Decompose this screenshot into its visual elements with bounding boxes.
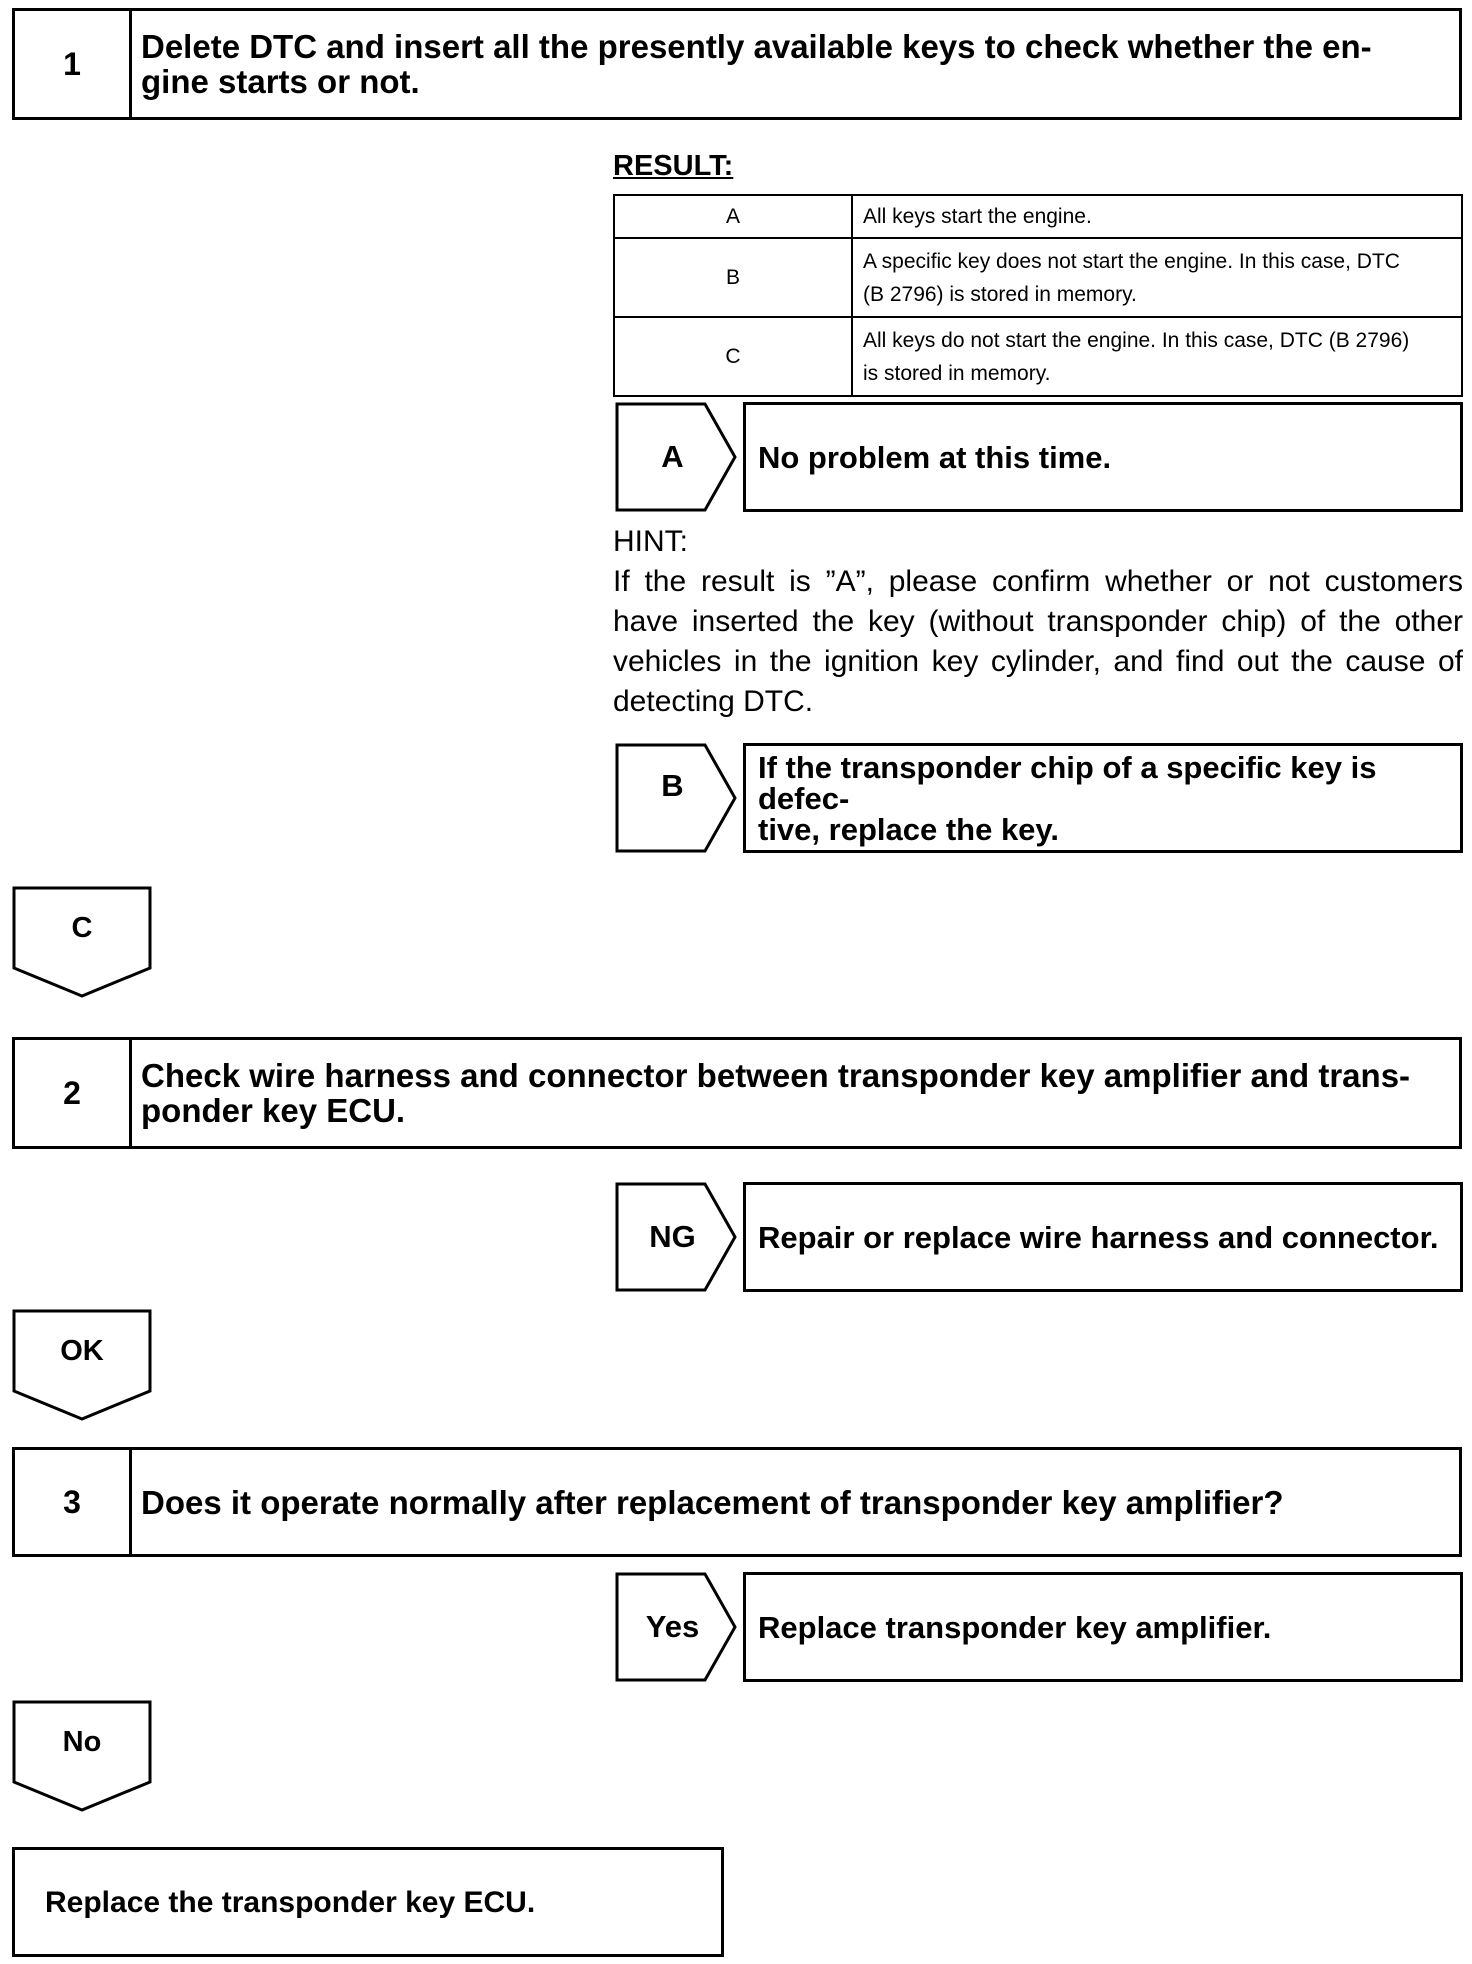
result-key: C — [613, 316, 853, 397]
result-pointer-icon — [615, 1572, 737, 1682]
result-description-line: is stored in memory. — [863, 361, 1051, 385]
step-title-line: gine starts or not. — [141, 63, 420, 100]
hint-line: If the result is ”A”, please confirm whe… — [613, 565, 1463, 598]
table-row: A All keys start the engine. — [613, 194, 1463, 239]
step-title: Check wire harness and connector between… — [141, 1040, 1445, 1146]
step-number: 1 — [15, 11, 132, 117]
result-description: All keys do not start the engine. In thi… — [851, 316, 1463, 397]
result-heading: RESULT: — [613, 150, 734, 182]
step-number: 3 — [15, 1450, 132, 1554]
result-pointer-icon — [615, 402, 737, 512]
branch-label: B — [661, 768, 684, 803]
branch-action-line: If the transponder chip of a specific ke… — [758, 749, 1377, 816]
branch-label: NG — [649, 1219, 696, 1254]
step-title-line: ponder key ECU. — [141, 1092, 406, 1129]
down-pointer-icon — [12, 1700, 152, 1812]
result-description-line: All keys do not start the engine. In thi… — [863, 328, 1410, 352]
step-title: Does it operate normally after replaceme… — [141, 1483, 1284, 1521]
branch-action-box: Replace transponder key amplifier. — [743, 1572, 1463, 1682]
table-row: C All keys do not start the engine. In t… — [613, 316, 1463, 397]
step-1-box: 1 Delete DTC and insert all the presentl… — [12, 8, 1462, 120]
branch-label: Yes — [645, 1609, 700, 1644]
step-title: Delete DTC and insert all the presently … — [141, 11, 1445, 117]
hint-block: HINT: If the result is ”A”, please confi… — [613, 522, 1463, 722]
step-number: 2 — [15, 1040, 132, 1146]
result-description-line: A specific key does not start the engine… — [863, 249, 1400, 273]
down-label: OK — [60, 1335, 104, 1367]
down-label: No — [62, 1726, 102, 1758]
final-action-box: Replace the transponder key ECU. — [12, 1847, 724, 1957]
step-3-box: 3 Does it operate normally after replace… — [12, 1447, 1462, 1557]
hint-line: have inserted the key (without transpond… — [613, 605, 1463, 638]
result-table: A All keys start the engine. B A specifi… — [613, 194, 1463, 397]
table-row: B A specific key does not start the engi… — [613, 237, 1463, 318]
down-label: C — [71, 912, 93, 944]
branch-action-box: If the transponder chip of a specific ke… — [743, 743, 1463, 853]
result-pointer-icon — [615, 1182, 737, 1292]
branch-action-box: Repair or replace wire harness and conne… — [743, 1182, 1463, 1292]
result-description: A specific key does not start the engine… — [851, 237, 1463, 318]
step-title-line: Delete DTC and insert all the presently … — [141, 28, 1372, 65]
step-2-box: 2 Check wire harness and connector betwe… — [12, 1037, 1462, 1149]
branch-action-box: No problem at this time. — [743, 402, 1463, 512]
result-pointer-icon — [615, 743, 737, 853]
branch-label: A — [661, 439, 684, 474]
hint-heading: HINT: — [613, 525, 688, 558]
result-key: A — [613, 194, 853, 239]
result-key: B — [613, 237, 853, 318]
step-title-line: Check wire harness and connector between… — [141, 1057, 1411, 1094]
hint-line: detecting DTC. — [613, 685, 814, 718]
branch-action-line: tive, replace the key. — [758, 811, 1059, 847]
down-pointer-icon — [12, 886, 152, 998]
result-description-line: (B 2796) is stored in memory. — [863, 282, 1137, 306]
down-pointer-icon — [12, 1309, 152, 1421]
result-description-line: All keys start the engine. — [863, 205, 1092, 228]
hint-line: vehicles in the ignition key cylinder, a… — [613, 645, 1463, 678]
result-description: All keys start the engine. — [851, 194, 1463, 239]
